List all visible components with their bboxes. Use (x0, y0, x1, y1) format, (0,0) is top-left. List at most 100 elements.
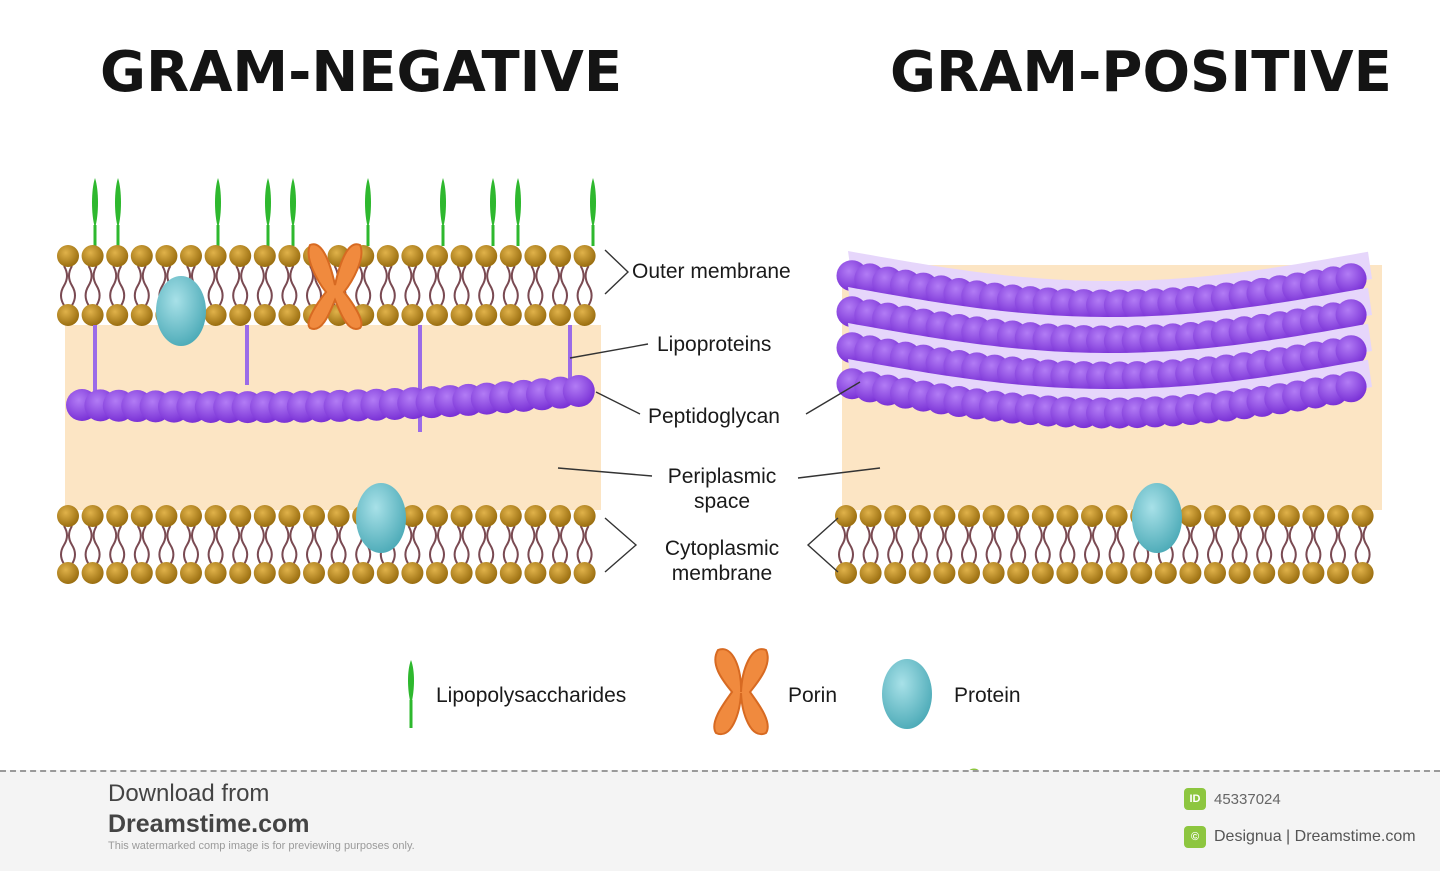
outer-lipid-head (499, 304, 522, 326)
outer-lipid-head (401, 304, 424, 326)
outer-lipid-tail (355, 265, 364, 306)
outer-membrane-left (57, 245, 596, 326)
cyto-lipid-tail (1116, 525, 1125, 565)
cyto-lipid-head (1056, 505, 1079, 527)
cyto-lipid-head (155, 562, 178, 584)
cyto-lipid-tail (919, 525, 928, 565)
outer-lipid-tail (429, 265, 437, 306)
legend-protein-label: Protein (954, 684, 1021, 707)
cyto-lipid-tail (133, 525, 142, 565)
outer-lipid-tail (141, 265, 150, 306)
watermark-disclaimer: This watermarked comp image is for previ… (108, 840, 415, 852)
peptidoglycan-bead (1335, 263, 1367, 295)
cyto-lipid-head (1179, 505, 1202, 527)
cyto-lipid-head (1204, 562, 1226, 584)
outer-lipid-tail (240, 265, 249, 306)
cyto-lipid-head (106, 562, 129, 584)
outer-lipid-head (57, 245, 79, 267)
outer-lipid-tail (60, 265, 68, 306)
peptidoglycan-right (836, 251, 1372, 429)
outer-lipid-head (450, 304, 473, 326)
cyto-lipid-head (229, 505, 252, 527)
outer-lipid-head (81, 245, 104, 267)
cyto-lipid-head (426, 505, 448, 527)
outer-lipid-head (106, 245, 129, 267)
label-periplasmic-space: Periplasmic space (652, 464, 792, 514)
outer-lipid-head (426, 304, 448, 326)
watermark-footer (0, 770, 1440, 871)
cyto-lipid-head (933, 505, 956, 527)
cyto-lipid-head (1007, 562, 1030, 584)
peptidoglycan-left (66, 375, 595, 424)
cyto-lipid-head (327, 505, 350, 527)
cyto-lipid-head (278, 505, 301, 527)
cyto-lipid-head (1302, 505, 1325, 527)
cyto-lipid-head (982, 562, 1005, 584)
cyto-lipid-head (524, 562, 547, 584)
cyto-lipid-tail (437, 525, 445, 565)
outer-lipid-head (549, 304, 571, 326)
outer-protein (156, 276, 206, 346)
legend-protein-icon (882, 659, 932, 729)
lipopolysaccharides-layer (92, 178, 596, 246)
cyto-lipid-head (573, 562, 596, 584)
cyto-lipid-tail (183, 525, 191, 565)
cyto-lipid-head (1105, 562, 1128, 584)
cyto-lipid-head (958, 562, 980, 584)
cyto-lipid-tail (560, 525, 568, 565)
cyto-lipid-tail (281, 525, 290, 565)
cyto-lipid-head (499, 562, 522, 584)
outer-lipid-tail (584, 265, 593, 306)
cyto-lipid-tail (256, 525, 265, 565)
cyto-lipid-tail (429, 525, 437, 565)
cyto-lipid-head (933, 562, 956, 584)
cyto-lipid-tail (486, 525, 495, 565)
cyto-lipid-head (130, 505, 153, 527)
cyto-lipid-tail (1362, 525, 1371, 565)
cyto-lipid-head (180, 562, 202, 584)
cyto-lipid-head (549, 562, 571, 584)
cyto-lipid-head (1179, 562, 1202, 584)
outer-lipid-tail (306, 265, 314, 306)
outer-lipid-head (573, 245, 596, 267)
outer-lipid-tail (281, 265, 290, 306)
legend-porin-icon (713, 648, 769, 736)
outer-lipid-tail (215, 265, 224, 306)
outer-lipid-tail (552, 265, 560, 306)
cyto-lipid-tail (862, 525, 871, 565)
cyto-lipid-tail (993, 525, 1002, 565)
cyto-lipid-tail (289, 525, 298, 565)
cyto-lipid-head (1302, 562, 1325, 584)
cyto-lipid-tail (1354, 525, 1363, 565)
cyto-lipid-tail (510, 525, 519, 565)
cyto-lipid-head (426, 562, 448, 584)
label-cytoplasmic-membrane: Cytoplasmic membrane (648, 536, 796, 586)
cyto-lipid-head (303, 562, 325, 584)
outer-lipid-tail (527, 265, 536, 306)
cyto-lipid-tail (1108, 525, 1117, 565)
outer-lipid-tail (478, 265, 487, 306)
lps-molecule (92, 178, 98, 228)
legend-porin-label: Porin (788, 684, 838, 707)
cyto-lipid-head (106, 505, 129, 527)
legend-lps-icon (408, 660, 414, 728)
cyto-lipid-head (1081, 562, 1103, 584)
cyto-lipid-head (81, 505, 104, 527)
cyto-lipid-tail (215, 525, 224, 565)
cyto-lipid-head (57, 562, 79, 584)
cyto-lipid-head (549, 505, 571, 527)
cyto-lipid-tail (264, 525, 273, 565)
label-outer-membrane: Outer membrane (632, 260, 791, 283)
cyto-lipid-head (859, 562, 882, 584)
dreamstime-site-link[interactable]: Dreamstime.com (108, 810, 310, 838)
outer-lipid-tail (461, 265, 470, 306)
outer-lipid-head (549, 245, 571, 267)
cyto-lipid-head (204, 562, 227, 584)
image-id: 45337024 (1214, 791, 1281, 808)
peptidoglycan-bead (562, 375, 595, 408)
cyto-lipid-head (1056, 562, 1079, 584)
cyto-lipid-tail (117, 525, 126, 565)
outer-lipid-head (524, 245, 547, 267)
cyto-lipid-head (1007, 505, 1030, 527)
cyto-lipid-head (1031, 505, 1054, 527)
